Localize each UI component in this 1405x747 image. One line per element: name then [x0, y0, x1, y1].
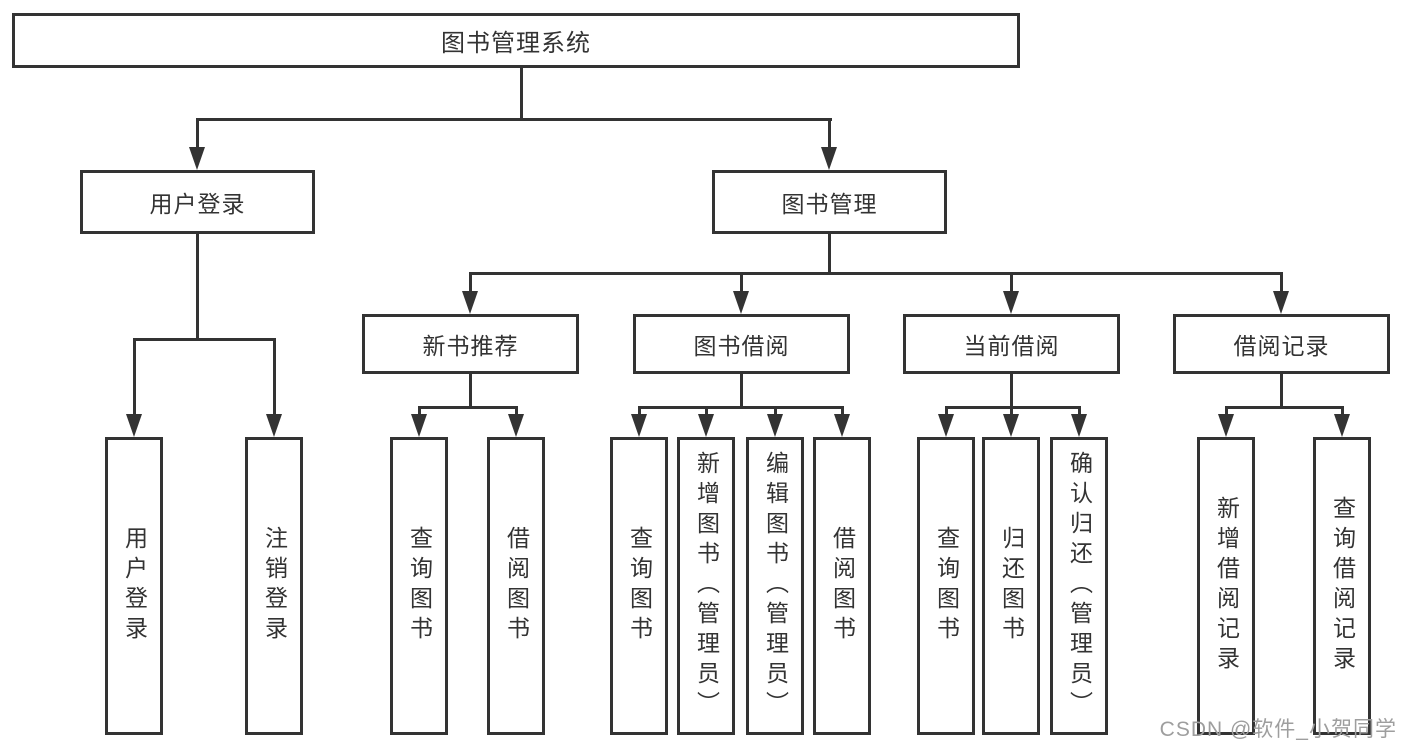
node-borrow-records: 借阅记录: [1173, 314, 1390, 374]
node-label: 用户登录: [149, 191, 246, 217]
node-leaf-query-book-recommend: 查询图书: [390, 437, 448, 735]
node-label: 编辑图书（管理员）: [762, 451, 789, 721]
node-label: 查询图书: [626, 526, 653, 646]
arrowhead-icon: [411, 414, 427, 437]
arrowhead-icon: [1003, 414, 1019, 437]
node-leaf-query-book-borrowing: 查询图书: [610, 437, 668, 735]
node-label: 借阅图书: [829, 526, 856, 646]
arrowhead-icon: [631, 414, 647, 437]
node-label: 借阅图书: [503, 526, 530, 646]
connector-drop: [418, 406, 421, 416]
node-label: 借阅记录: [1233, 333, 1330, 359]
connector-drop: [1078, 406, 1081, 416]
connector-drop: [740, 272, 743, 292]
node-label: 当前借阅: [963, 333, 1060, 359]
node-leaf-confirm-return-admin: 确认归还（管理员）: [1050, 437, 1108, 735]
arrowhead-icon: [698, 414, 714, 437]
node-leaf-add-borrow-record: 新增借阅记录: [1197, 437, 1255, 735]
node-label: 图书管理系统: [441, 30, 591, 57]
arrowhead-icon: [1071, 414, 1087, 437]
node-leaf-query-book-current: 查询图书: [917, 437, 975, 735]
node-library-system: 图书管理系统: [12, 13, 1020, 68]
connector-drop: [1225, 406, 1228, 416]
connector-rail: [1225, 406, 1343, 409]
node-label: 查询图书: [933, 526, 960, 646]
arrowhead-icon: [1273, 291, 1289, 314]
node-leaf-query-borrow-record: 查询借阅记录: [1313, 437, 1371, 735]
node-leaf-edit-book-admin: 编辑图书（管理员）: [746, 437, 804, 735]
connector-book-mgmt-stem: [828, 234, 831, 272]
connector-drop: [515, 406, 518, 416]
arrowhead-icon: [189, 147, 205, 170]
node-label: 新增图书（管理员）: [693, 451, 720, 721]
connector-stem: [740, 374, 743, 406]
connector-drop: [638, 406, 641, 416]
node-leaf-add-book-admin: 新增图书（管理员）: [677, 437, 735, 735]
node-label: 注销登录: [261, 526, 288, 646]
node-label: 确认归还（管理员）: [1066, 451, 1093, 721]
arrowhead-icon: [462, 291, 478, 314]
connector-drop: [273, 338, 276, 416]
connector-drop: [1280, 272, 1283, 292]
csdn-watermark: CSDN @软件_小贺同学: [1159, 718, 1397, 741]
connector-drop: [133, 338, 136, 416]
connector-user-login-stem: [196, 234, 199, 338]
arrowhead-icon: [266, 414, 282, 437]
node-book-borrowing: 图书借阅: [633, 314, 850, 374]
arrowhead-icon: [834, 414, 850, 437]
connector-drop: [841, 406, 844, 416]
arrowhead-icon: [1334, 414, 1350, 437]
connector-stem: [469, 374, 472, 406]
connector-rail: [638, 406, 843, 409]
connector-drop: [469, 272, 472, 292]
node-label: 图书借阅: [693, 333, 790, 359]
connector-drop: [705, 406, 708, 416]
connector-root-stem: [520, 68, 523, 121]
node-new-book-recommend: 新书推荐: [362, 314, 579, 374]
node-label: 用户登录: [121, 526, 148, 646]
node-label: 查询图书: [406, 526, 433, 646]
connector-rail: [418, 406, 517, 409]
connector-drop: [1341, 406, 1344, 416]
arrowhead-icon: [821, 147, 837, 170]
node-user-login: 用户登录: [80, 170, 315, 234]
arrowhead-icon: [508, 414, 524, 437]
connector-stem: [1280, 374, 1283, 406]
connector-drop: [828, 118, 831, 150]
arrowhead-icon: [733, 291, 749, 314]
connector-drop: [1010, 406, 1013, 416]
arrowhead-icon: [767, 414, 783, 437]
connector-level1-rail: [196, 118, 832, 121]
node-book-management: 图书管理: [712, 170, 947, 234]
node-label: 查询借阅记录: [1329, 496, 1356, 676]
node-leaf-borrow-book: 借阅图书: [813, 437, 871, 735]
connector-drop: [196, 118, 199, 150]
connector-user-login-rail: [133, 338, 275, 341]
arrowhead-icon: [938, 414, 954, 437]
node-leaf-return-book: 归还图书: [982, 437, 1040, 735]
node-label: 新增借阅记录: [1213, 496, 1240, 676]
node-label: 新书推荐: [422, 333, 519, 359]
arrowhead-icon: [1218, 414, 1234, 437]
connector-stem: [1010, 374, 1013, 406]
connector-level3-rail: [469, 272, 1282, 275]
node-current-borrowing: 当前借阅: [903, 314, 1120, 374]
arrowhead-icon: [126, 414, 142, 437]
node-label: 图书管理: [781, 191, 878, 217]
connector-drop: [1010, 272, 1013, 292]
arrowhead-icon: [1003, 291, 1019, 314]
connector-drop: [945, 406, 948, 416]
node-leaf-borrow-book-recommend: 借阅图书: [487, 437, 545, 735]
node-label: 归还图书: [998, 526, 1025, 646]
node-leaf-logout: 注销登录: [245, 437, 303, 735]
connector-drop: [774, 406, 777, 416]
node-leaf-user-login: 用户登录: [105, 437, 163, 735]
